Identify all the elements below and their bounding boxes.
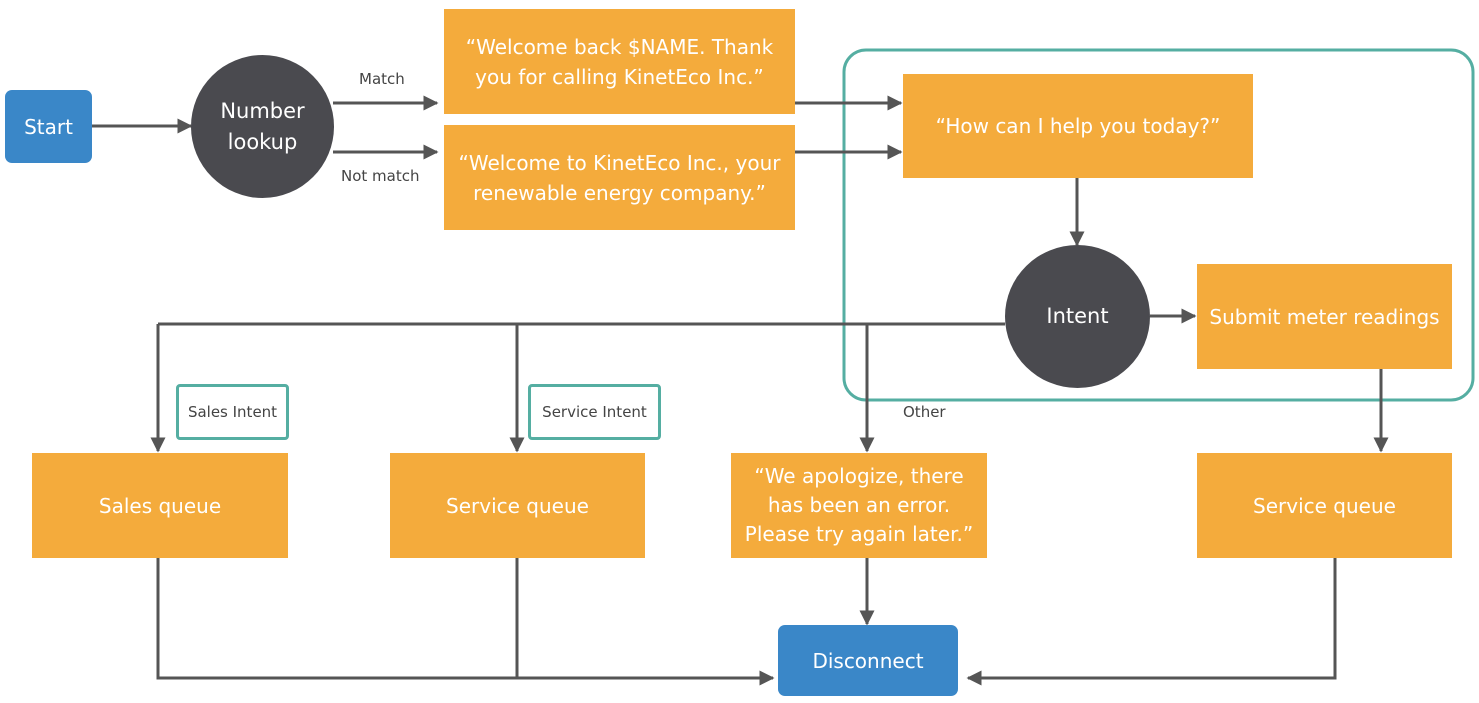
edge-service2-to-disconnect (966, 558, 1337, 686)
start-node: Start (5, 90, 92, 163)
match-label: Match (359, 70, 405, 88)
intent-node: Intent (1005, 245, 1150, 388)
submit-meter-readings-node: Submit meter readings (1197, 264, 1452, 369)
sales-intent-tag: Sales Intent (176, 384, 289, 440)
other-label: Other (903, 403, 946, 421)
number-lookup-node: Number lookup (191, 55, 334, 198)
sales-queue-node: Sales queue (32, 453, 288, 558)
help-prompt: “How can I help you today?” (903, 74, 1253, 178)
intent-group-boundary (842, 48, 1475, 402)
disconnect-node: Disconnect (778, 625, 958, 696)
service-queue-node-2: Service queue (1197, 453, 1452, 558)
service-intent-tag: Service Intent (528, 384, 661, 440)
edge-sales-to-disconnect (156, 558, 775, 686)
welcome-new-prompt: “Welcome to KinetEco Inc., your renewabl… (444, 125, 795, 230)
welcome-back-prompt: “Welcome back $NAME. Thank you for calli… (444, 9, 795, 114)
service-queue-node: Service queue (390, 453, 645, 558)
error-message-prompt: “We apologize, there has been an error. … (731, 453, 987, 558)
not-match-label: Not match (341, 167, 420, 185)
